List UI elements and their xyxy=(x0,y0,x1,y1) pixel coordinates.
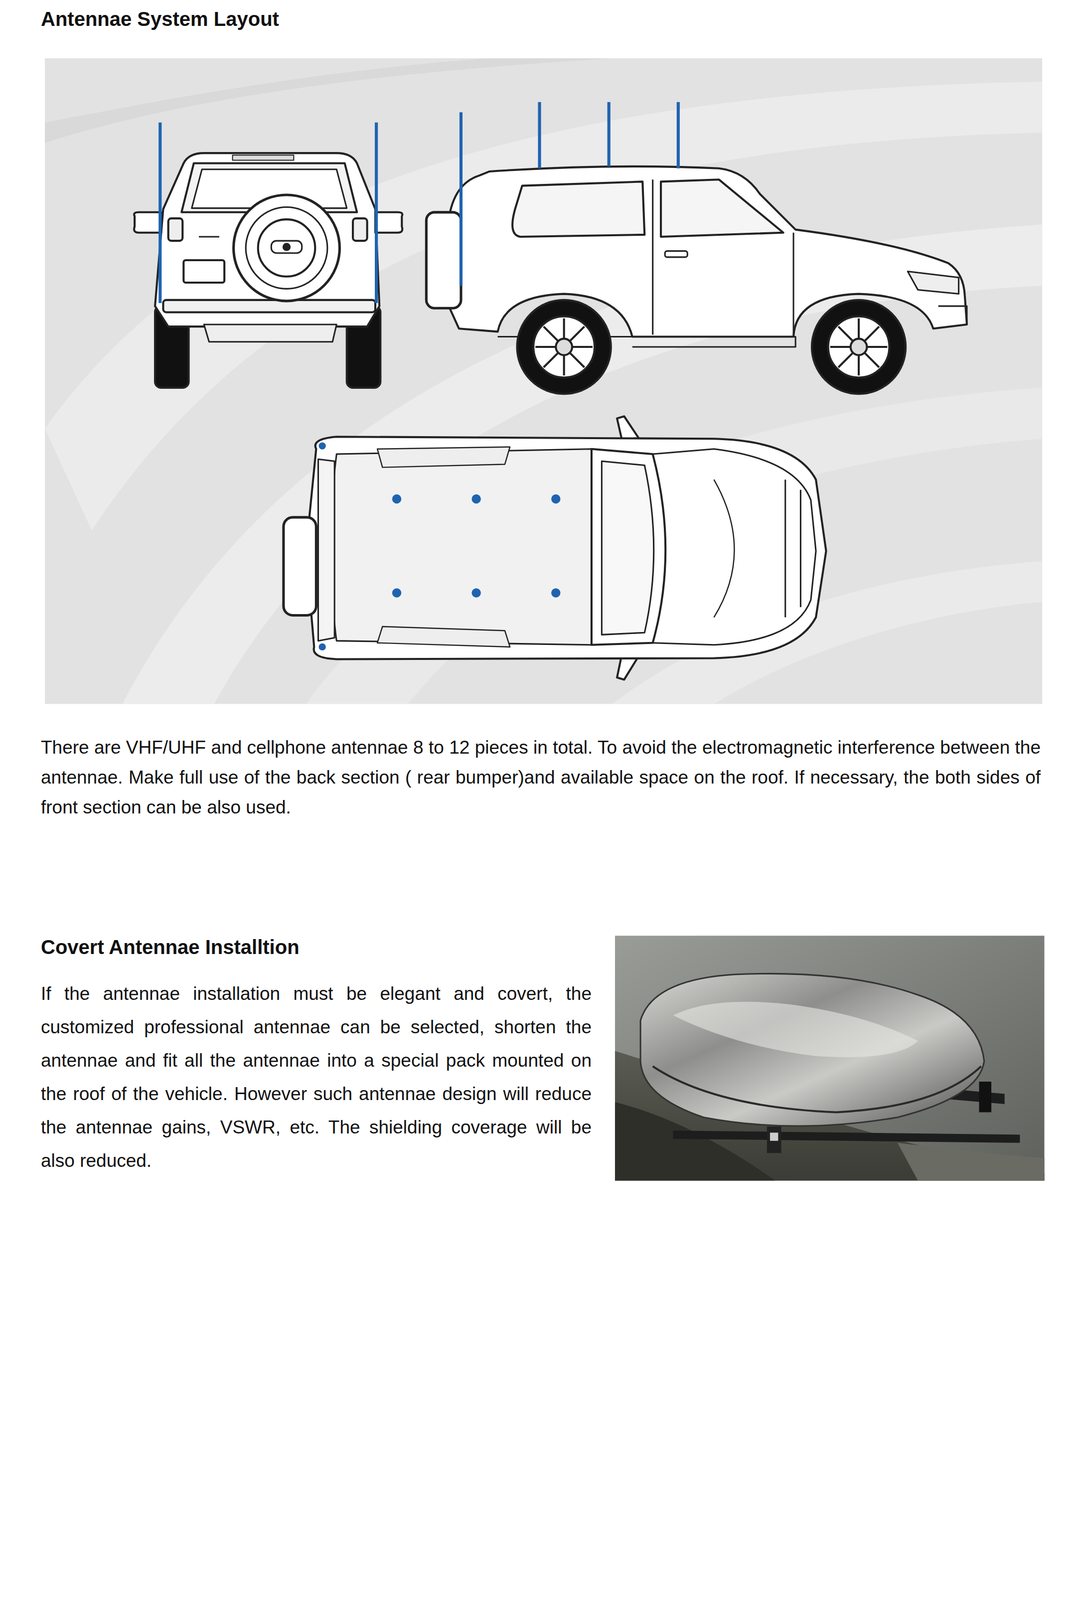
antennae xyxy=(159,102,679,651)
panel-background xyxy=(44,58,1043,705)
page-heading: Antennae System Layout xyxy=(40,6,739,31)
roof-pack-photo xyxy=(615,935,1045,1181)
body-paragraph: If the antennae installation must be ele… xyxy=(40,976,592,1178)
body-paragraph: There are VHF/UHF and cellphone antennae… xyxy=(40,732,1041,823)
rear-view-vehicle xyxy=(134,153,403,388)
top-view-vehicle xyxy=(283,416,827,680)
side-view-vehicle xyxy=(426,166,967,394)
section-heading: Covert Antennae Installtion xyxy=(40,934,590,959)
